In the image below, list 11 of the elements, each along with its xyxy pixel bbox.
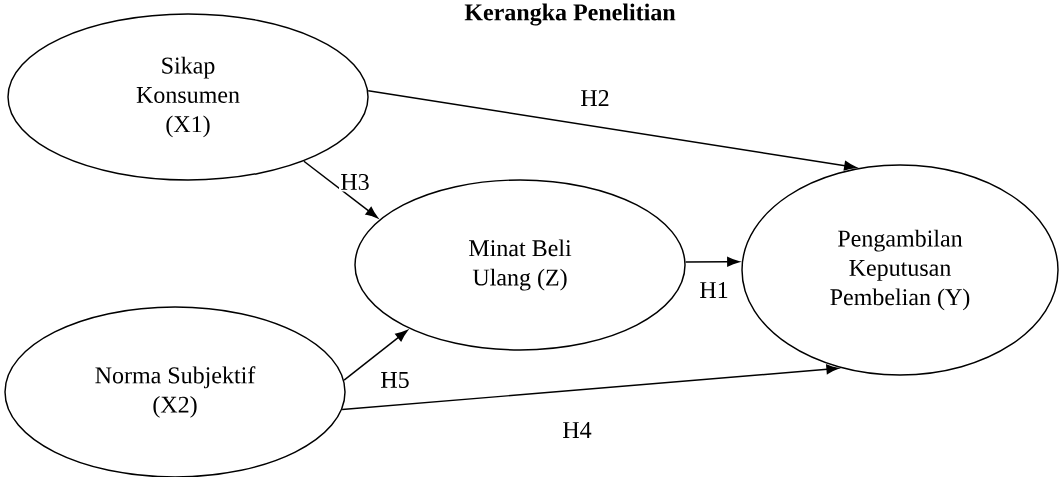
arrow	[303, 160, 378, 219]
edge-label: H3	[339, 172, 371, 192]
arrow	[367, 89, 857, 171]
edge-label: H2	[579, 88, 611, 108]
edge-label: H4	[561, 420, 593, 440]
edge-label: H1	[698, 280, 730, 300]
arrow	[684, 257, 740, 267]
title: Kerangka Penelitian	[464, 3, 676, 26]
edge-label: H5	[379, 370, 411, 390]
arrow	[341, 364, 839, 411]
arrow	[343, 330, 408, 381]
